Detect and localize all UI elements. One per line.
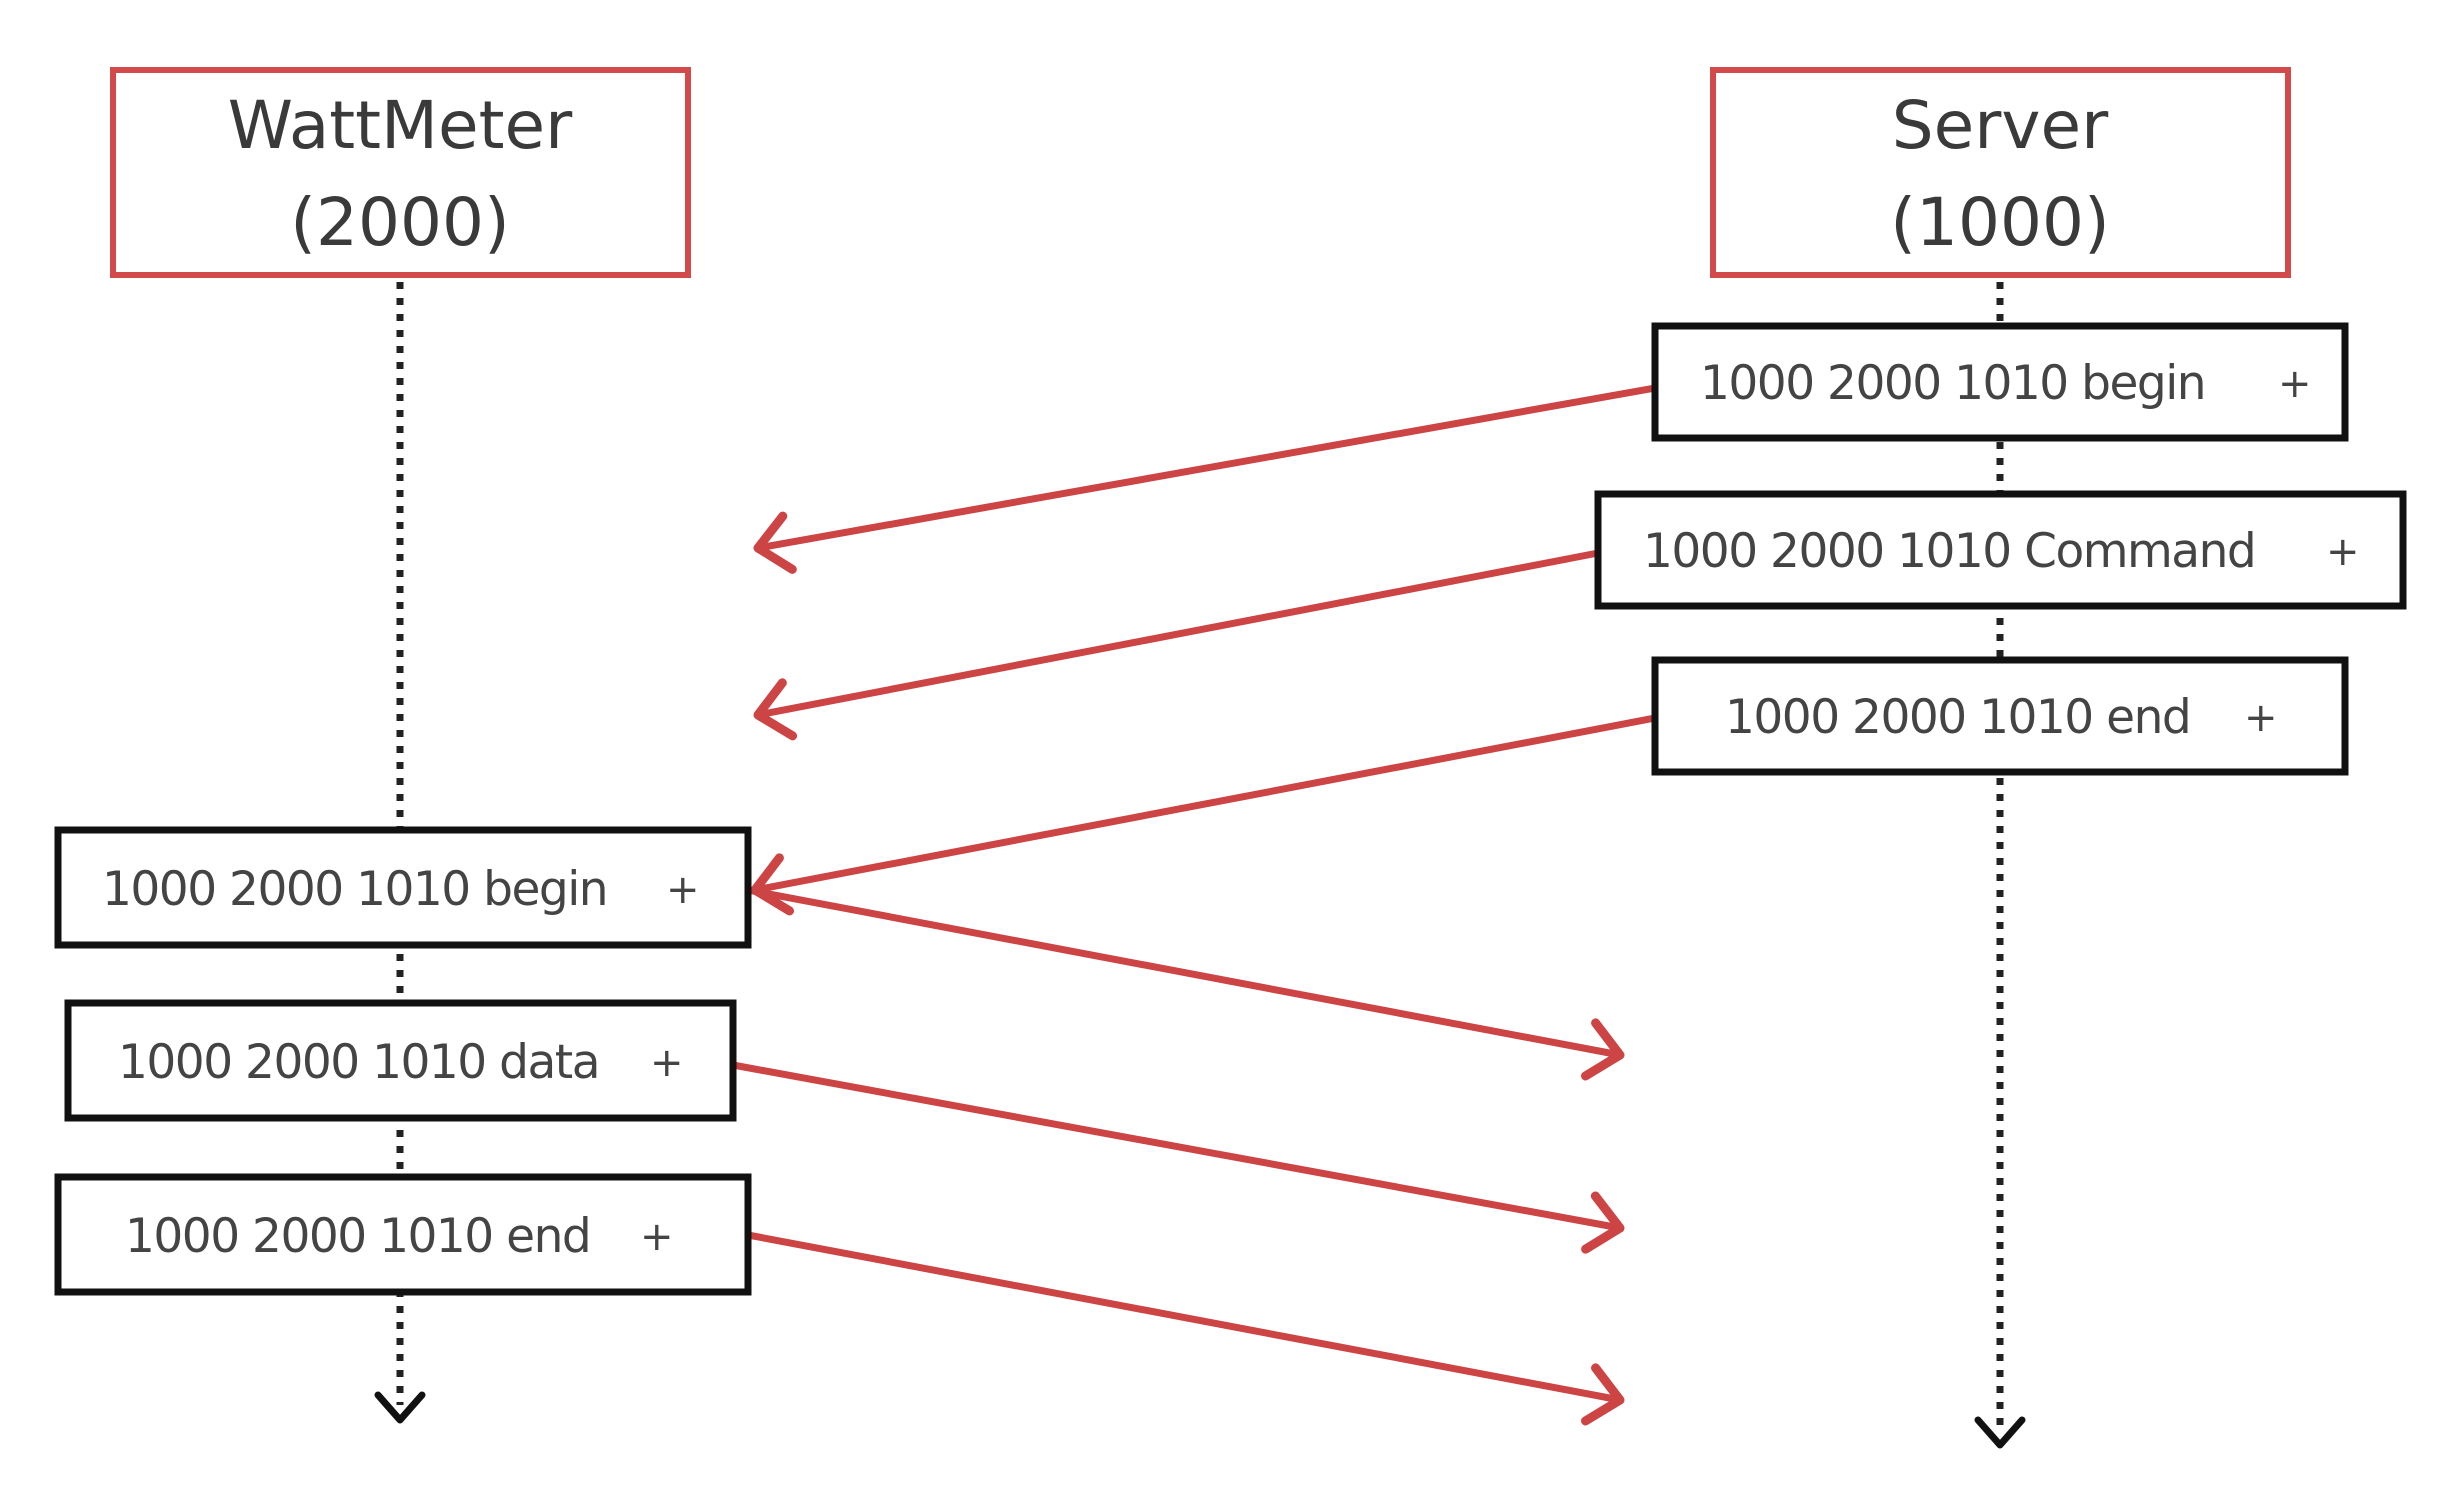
server-message-end-text: 1000 2000 1010 end bbox=[1725, 690, 2190, 745]
wattmeter-message-end: 1000 2000 1010 end + bbox=[54, 1173, 752, 1296]
server-message-end: 1000 2000 1010 end + bbox=[1651, 656, 2349, 776]
wattmeter-message-end-plus: + bbox=[640, 1214, 674, 1260]
wattmeter-message-begin: 1000 2000 1010 begin + bbox=[54, 826, 752, 949]
wattmeter-end-arrow bbox=[747, 1231, 1625, 1426]
wattmeter-message-end-text: 1000 2000 1010 end bbox=[125, 1209, 590, 1264]
server-id: (1000) bbox=[1890, 184, 2109, 261]
server-actor: Server (1000) bbox=[1710, 67, 2291, 278]
wattmeter-message-begin-text: 1000 2000 1010 begin bbox=[102, 862, 607, 917]
server-name: Server bbox=[1892, 87, 2109, 164]
server-message-command-plus: + bbox=[2326, 529, 2360, 575]
wattmeter-data-arrow bbox=[732, 1061, 1625, 1254]
wattmeter-message-data: 1000 2000 1010 data + bbox=[64, 999, 737, 1122]
server-message-begin-text: 1000 2000 1010 begin bbox=[1700, 356, 2205, 411]
wattmeter-message-begin-plus: + bbox=[666, 867, 700, 913]
server-message-command: 1000 2000 1010 Command + bbox=[1594, 490, 2407, 610]
wattmeter-begin-arrow bbox=[747, 886, 1625, 1081]
server-lifeline-arrow-icon bbox=[1974, 1416, 2026, 1449]
server-end-arrow bbox=[750, 714, 1656, 916]
wattmeter-lifeline-arrow-icon bbox=[374, 1391, 426, 1424]
wattmeter-message-data-text: 1000 2000 1010 data bbox=[118, 1035, 599, 1090]
server-message-command-text: 1000 2000 1010 Command bbox=[1643, 524, 2255, 579]
wattmeter-message-data-plus: + bbox=[650, 1040, 684, 1086]
wattmeter-id: (2000) bbox=[290, 184, 509, 261]
server-message-begin-plus: + bbox=[2278, 361, 2312, 407]
wattmeter-name: WattMeter bbox=[228, 87, 573, 164]
server-begin-arrow bbox=[753, 384, 1656, 574]
server-command-arrow bbox=[753, 549, 1599, 741]
server-message-begin: 1000 2000 1010 begin + bbox=[1651, 322, 2349, 442]
server-message-end-plus: + bbox=[2244, 695, 2278, 741]
wattmeter-actor: WattMeter (2000) bbox=[110, 67, 691, 278]
